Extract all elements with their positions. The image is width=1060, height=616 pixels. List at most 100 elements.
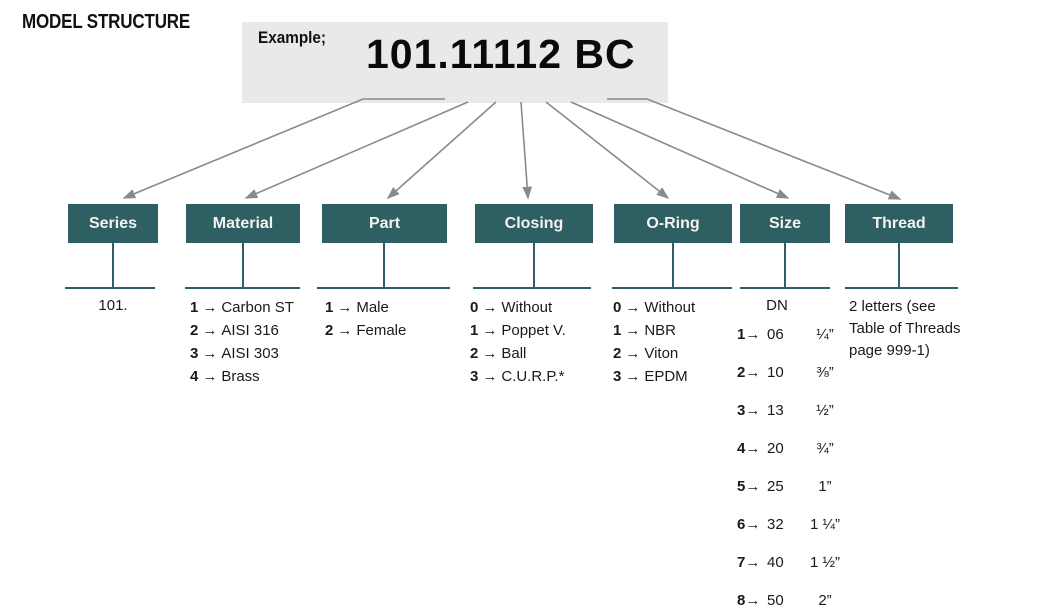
thread-note: 2 letters (see Table of Threads page 999… bbox=[849, 296, 960, 362]
size-code: 2→ bbox=[737, 364, 767, 381]
size-code: 6→ bbox=[737, 516, 767, 533]
arrow-glyph: → bbox=[337, 299, 353, 316]
list-item: 2→Ball bbox=[470, 342, 566, 365]
list-item: 3→AISI 303 bbox=[190, 342, 294, 365]
size-inch-value: ¾” bbox=[816, 439, 834, 457]
arrow-glyph: → bbox=[482, 322, 498, 339]
arrow-glyph: → bbox=[745, 363, 761, 381]
thread-note-line: page 999-1) bbox=[849, 342, 930, 359]
page-title: MODEL STRUCTURE bbox=[22, 11, 191, 33]
size-inch-value: 1” bbox=[818, 477, 832, 495]
item-value: Poppet V. bbox=[501, 322, 566, 339]
arrow-glyph: → bbox=[337, 322, 353, 339]
list-item: 3→EPDM bbox=[613, 365, 695, 388]
list-item: 4→Brass bbox=[190, 365, 294, 388]
arrow-glyph: → bbox=[202, 299, 218, 316]
arrow-glyph: → bbox=[482, 345, 498, 362]
size-inch-value: 1 ¼” bbox=[809, 515, 840, 533]
series-value: 101. bbox=[98, 297, 128, 314]
item-code: 0 bbox=[613, 299, 622, 316]
item-code: 2 bbox=[470, 345, 479, 362]
size-code-digit: 8 bbox=[737, 591, 746, 609]
item-code: 3 bbox=[190, 345, 199, 362]
arrow-glyph: → bbox=[745, 325, 761, 343]
size-table: DN 1→ 06 ¼” 2→ 10 ⅜” 3→ 13 ½” 4→ 20 ¾” 5… bbox=[737, 296, 849, 616]
size-code-digit: 5 bbox=[737, 477, 746, 495]
size-code: 8→ bbox=[737, 592, 767, 609]
thread-note-line: 2 letters (see bbox=[849, 298, 936, 315]
size-dn-value: 10 bbox=[767, 363, 784, 381]
list-item: 1→Male bbox=[325, 296, 406, 319]
arrow-glyph: → bbox=[625, 345, 641, 362]
size-header-box: Size bbox=[740, 204, 830, 243]
item-value: NBR bbox=[644, 322, 677, 339]
list-item: 3→C.U.R.P.* bbox=[470, 365, 566, 388]
size-dn-value: 32 bbox=[767, 515, 784, 533]
size-row: 8→ 50 2” bbox=[737, 581, 849, 616]
list-item: 2→Viton bbox=[613, 342, 695, 365]
list-item: 2→AISI 316 bbox=[190, 319, 294, 342]
list-item: 0→Without bbox=[470, 296, 566, 319]
size-stem-line bbox=[784, 243, 786, 287]
size-dn-value: 20 bbox=[767, 439, 784, 457]
arrow-to-part bbox=[386, 101, 497, 200]
size-code-digit: 3 bbox=[737, 401, 746, 419]
item-value: Female bbox=[356, 322, 407, 339]
example-box: Example; 101.11112 BC bbox=[242, 22, 668, 103]
thread-note-line: Table of Threads bbox=[849, 320, 961, 337]
size-code: 1→ bbox=[737, 326, 767, 343]
arrow-glyph: → bbox=[625, 322, 641, 339]
closing-base-line bbox=[473, 287, 591, 289]
size-dn-value: 40 bbox=[767, 553, 784, 571]
size-row: 4→ 20 ¾” bbox=[737, 429, 849, 467]
size-label: Size bbox=[768, 214, 801, 232]
size-inch-value: 2” bbox=[818, 591, 832, 609]
item-code: 2 bbox=[190, 322, 199, 339]
oring-header-box: O-Ring bbox=[614, 204, 732, 243]
arrow-to-material bbox=[244, 101, 469, 199]
arrow-glyph: → bbox=[482, 368, 498, 385]
size-base-line bbox=[740, 287, 830, 289]
arrow-glyph: → bbox=[745, 401, 761, 419]
part-stem-line bbox=[383, 243, 385, 287]
series-base-line bbox=[65, 287, 155, 289]
example-code: 101.11112 BC bbox=[366, 31, 636, 77]
size-inch-value: 1 ½” bbox=[809, 553, 840, 571]
size-code-digit: 7 bbox=[737, 553, 746, 571]
thread-header-box: Thread bbox=[845, 204, 953, 243]
material-stem-line bbox=[242, 243, 244, 287]
size-code-digit: 6 bbox=[737, 515, 746, 533]
list-item: 2→Female bbox=[325, 319, 406, 342]
series-header-box: Series bbox=[68, 204, 158, 243]
size-dn-value: 13 bbox=[767, 401, 784, 419]
size-row: 7→ 40 1 ½” bbox=[737, 543, 849, 581]
item-value: Without bbox=[501, 299, 553, 316]
arrow-glyph: → bbox=[745, 439, 761, 457]
size-row: 6→ 32 1 ¼” bbox=[737, 505, 849, 543]
size-code: 4→ bbox=[737, 440, 767, 457]
item-value: AISI 303 bbox=[221, 345, 279, 362]
size-row: 3→ 13 ½” bbox=[737, 391, 849, 429]
arrow-glyph: → bbox=[482, 299, 498, 316]
item-value: Viton bbox=[644, 345, 679, 362]
item-value: Without bbox=[644, 299, 696, 316]
size-code-digit: 4 bbox=[737, 439, 746, 457]
example-label: Example; bbox=[258, 28, 327, 47]
part-list: 1→Male 2→Female bbox=[325, 296, 406, 342]
size-inch-value: ¼” bbox=[816, 325, 834, 343]
material-base-line bbox=[185, 287, 300, 289]
arrow-glyph: → bbox=[202, 322, 218, 339]
item-code: 4 bbox=[190, 368, 199, 385]
item-code: 2 bbox=[613, 345, 622, 362]
arrow-to-oring bbox=[545, 101, 670, 199]
arrow-glyph: → bbox=[625, 368, 641, 385]
size-dn-header: DN bbox=[766, 297, 788, 314]
size-row: 1→ 06 ¼” bbox=[737, 315, 849, 353]
arrow-glyph: → bbox=[745, 515, 761, 533]
size-inch-value: ⅜” bbox=[816, 363, 834, 381]
list-item: 1→Carbon ST bbox=[190, 296, 294, 319]
item-value: C.U.R.P.* bbox=[501, 368, 565, 385]
thread-label: Thread bbox=[872, 214, 926, 232]
closing-list: 0→Without 1→Poppet V. 2→Ball 3→C.U.R.P.* bbox=[470, 296, 566, 388]
